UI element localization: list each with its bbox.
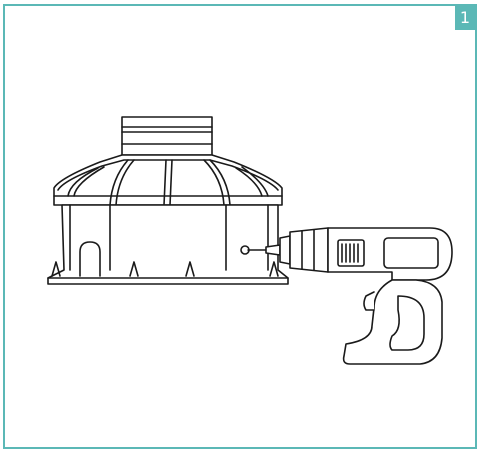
lid-spout (121, 116, 213, 156)
box-body (47, 204, 289, 285)
step-number-badge: 1 (455, 6, 475, 30)
instruction-panel: 1 (3, 4, 477, 449)
dome-lid (53, 154, 283, 206)
vent-slots (337, 239, 365, 267)
cordless-drill (247, 227, 453, 365)
